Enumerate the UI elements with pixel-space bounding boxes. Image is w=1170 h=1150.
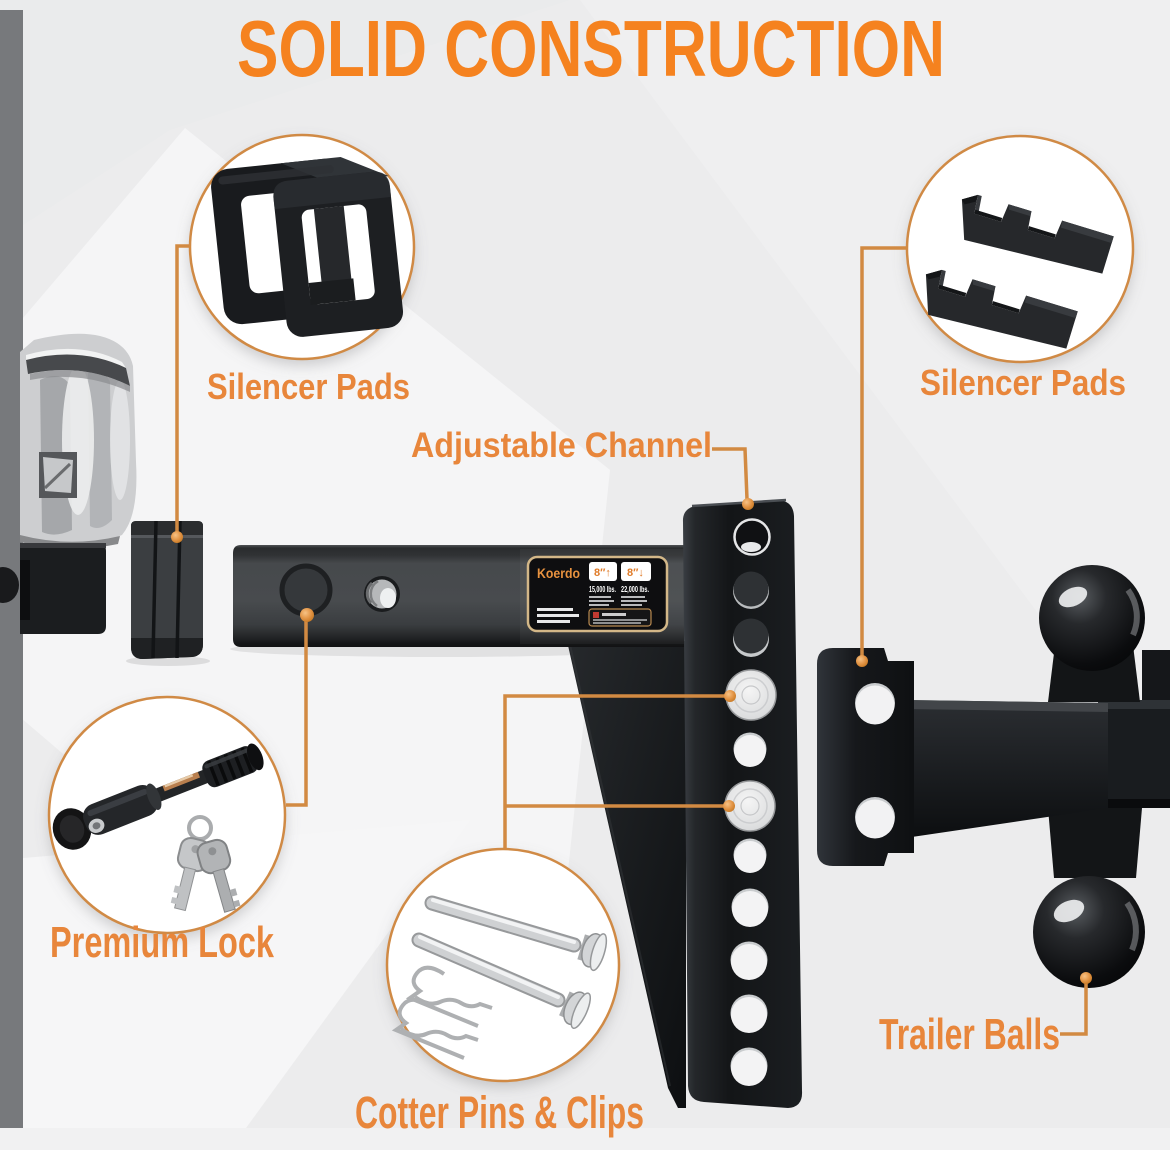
- svg-text:22,000 lbs.: 22,000 lbs.: [621, 585, 649, 594]
- svg-text:Silencer Pads: Silencer Pads: [920, 362, 1126, 403]
- svg-text:8″↓: 8″↓: [627, 567, 644, 579]
- svg-text:Adjustable Channel: Adjustable Channel: [411, 426, 712, 465]
- svg-text:SOLID CONSTRUCTION: SOLID CONSTRUCTION: [237, 4, 945, 93]
- svg-text:Silencer Pads: Silencer Pads: [207, 366, 410, 407]
- svg-text:Trailer Balls: Trailer Balls: [879, 1011, 1060, 1059]
- svg-text:Cotter Pins & Clips: Cotter Pins & Clips: [355, 1087, 644, 1138]
- svg-text:Premium Lock: Premium Lock: [50, 919, 275, 967]
- svg-text:15,000 lbs.: 15,000 lbs.: [589, 585, 616, 594]
- svg-text:8″↑: 8″↑: [594, 567, 611, 579]
- svg-text:Koerdo: Koerdo: [537, 565, 580, 581]
